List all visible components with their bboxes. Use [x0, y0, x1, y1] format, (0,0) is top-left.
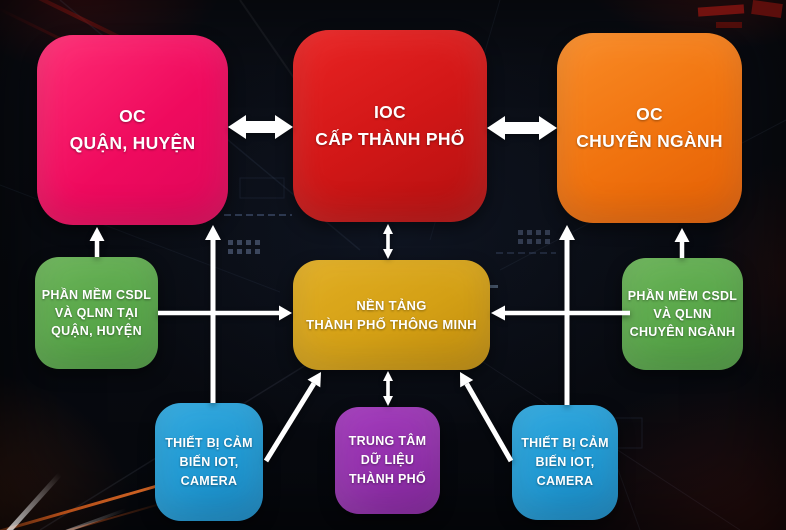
arrow-iot-right-to-platform	[460, 372, 514, 463]
node-smart-city-platform-label: NỀN TẢNG	[356, 298, 427, 313]
node-iot-sensors-right: THIẾT BỊ CẢM BIẾN IOT, CAMERA	[512, 405, 618, 520]
node-oc-district-label: QUẬN, HUYỆN	[69, 133, 196, 153]
node-iot-sensors-left-label: THIẾT BỊ CẢM	[165, 435, 253, 450]
arrow-iot-right-to-oc-specialized	[559, 225, 575, 405]
node-software-specialized-label: CHUYÊN NGÀNH	[629, 325, 736, 339]
node-city-data-center-label: THÀNH PHỐ	[348, 472, 426, 486]
arrow-iot-left-to-oc-district	[205, 225, 221, 403]
node-ioc-city: IOC CẤP THÀNH PHỐ	[293, 30, 487, 222]
arrow-oc-district-ioc-bidirectional	[228, 115, 293, 139]
node-smart-city-platform: NỀN TẢNG THÀNH PHỐ THÔNG MINH	[293, 260, 490, 370]
arrow-software-district-to-oc-district	[89, 227, 105, 257]
node-software-district-label: QUẬN, HUYỆN	[51, 324, 142, 338]
node-oc-specialized-label: CHUYÊN NGÀNH	[576, 131, 723, 151]
node-city-data-center-label: TRUNG TÂM	[348, 434, 427, 448]
arrow-software-specialized-to-platform	[491, 305, 630, 321]
node-iot-sensors-right-label: BIẾN IOT,	[535, 455, 595, 469]
node-oc-district-label: OC	[119, 106, 146, 126]
node-city-data-center: TRUNG TÂM DỮ LIỆU THÀNH PHỐ	[335, 407, 440, 514]
node-ioc-city-label: CẤP THÀNH PHỐ	[315, 129, 465, 149]
node-software-district-label: VÀ QLNN TẠI	[54, 306, 139, 320]
node-oc-specialized: OC CHUYÊN NGÀNH	[557, 33, 742, 223]
arrow-software-specialized-to-oc-specialized	[674, 228, 690, 258]
node-software-specialized-label: VÀ QLNN	[653, 307, 712, 321]
node-software-district: PHẦN MỀM CSDL VÀ QLNN TẠI QUẬN, HUYỆN	[35, 257, 158, 369]
arrow-platform-datacenter-bidirectional	[383, 371, 393, 406]
arrow-ioc-platform-bidirectional	[383, 224, 393, 259]
node-software-district-label: PHẦN MỀM CSDL	[41, 288, 152, 302]
arrow-software-district-to-platform	[158, 305, 292, 321]
node-software-specialized: PHẦN MỀM CSDL VÀ QLNN CHUYÊN NGÀNH	[622, 258, 743, 370]
node-smart-city-platform-label: THÀNH PHỐ THÔNG MINH	[306, 317, 477, 332]
arrow-iot-left-to-platform	[263, 372, 321, 463]
node-oc-specialized-label: OC	[636, 104, 663, 124]
node-ioc-city-label: IOC	[373, 102, 406, 122]
node-city-data-center-label: DỮ LIỆU	[360, 453, 415, 467]
node-software-specialized-label: PHẦN MỀM CSDL	[627, 289, 738, 303]
node-iot-sensors-right-label: CAMERA	[536, 474, 594, 488]
node-iot-sensors-right-label: THIẾT BỊ CẢM	[521, 436, 609, 450]
arrow-ioc-oc-specialized-bidirectional	[487, 116, 557, 140]
